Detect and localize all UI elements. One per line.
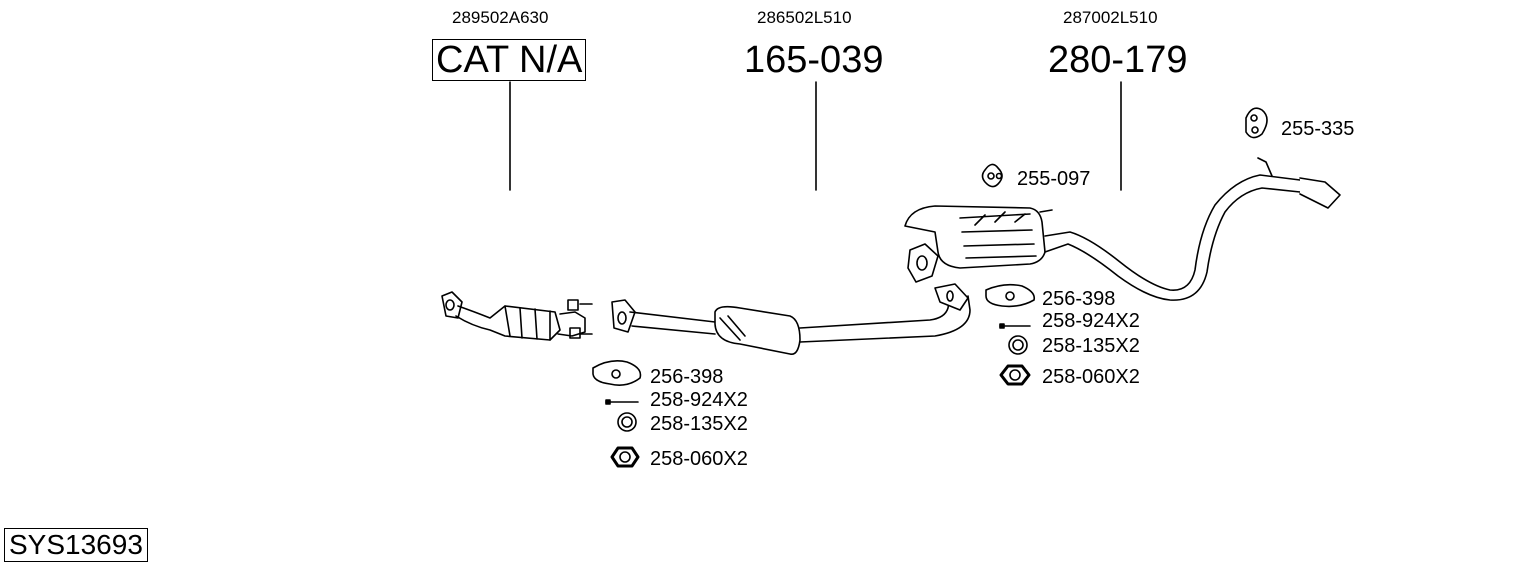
left-kit-washer-label: 258-135X2 xyxy=(650,413,748,435)
system-id-label: SYS13693 xyxy=(4,528,148,562)
left-kit-bolt-label: 258-924X2 xyxy=(650,389,748,411)
part-number-middle: 165-039 xyxy=(744,39,884,81)
hanger-label-255-097: 255-097 xyxy=(1017,168,1091,190)
right-kit-bolt-label: 258-924X2 xyxy=(1042,310,1140,332)
left-kit-gasket-label: 256-398 xyxy=(650,366,724,388)
right-kit-gasket-label: 256-398 xyxy=(1042,288,1116,310)
left-kit-nut-label: 258-060X2 xyxy=(650,448,748,470)
oem-number-cat: 289502A630 xyxy=(452,8,549,27)
hanger-255-335-icon xyxy=(1245,107,1268,139)
right-kit-nut-label: 258-060X2 xyxy=(1042,366,1140,388)
left-kit-icons xyxy=(592,360,642,468)
part-number-cat: CAT N/A xyxy=(432,39,587,81)
gasket-icon xyxy=(592,360,642,386)
middle-silencer-part xyxy=(611,283,971,356)
washer-icon xyxy=(1008,335,1028,355)
hanger-255-097-icon xyxy=(981,163,1003,188)
catalytic-converter-part xyxy=(441,291,593,341)
oem-number-rear: 287002L510 xyxy=(1063,8,1158,27)
gasket-icon xyxy=(985,283,1036,308)
right-kit-icons xyxy=(985,283,1036,386)
nut-icon xyxy=(610,446,640,468)
part-number-rear: 280-179 xyxy=(1048,39,1188,81)
nut-icon xyxy=(999,364,1031,386)
washer-icon xyxy=(617,412,637,432)
oem-number-middle: 286502L510 xyxy=(757,8,852,27)
right-kit-washer-label: 258-135X2 xyxy=(1042,335,1140,357)
hanger-label-255-335: 255-335 xyxy=(1281,118,1355,140)
rear-muffler-part xyxy=(904,157,1341,301)
